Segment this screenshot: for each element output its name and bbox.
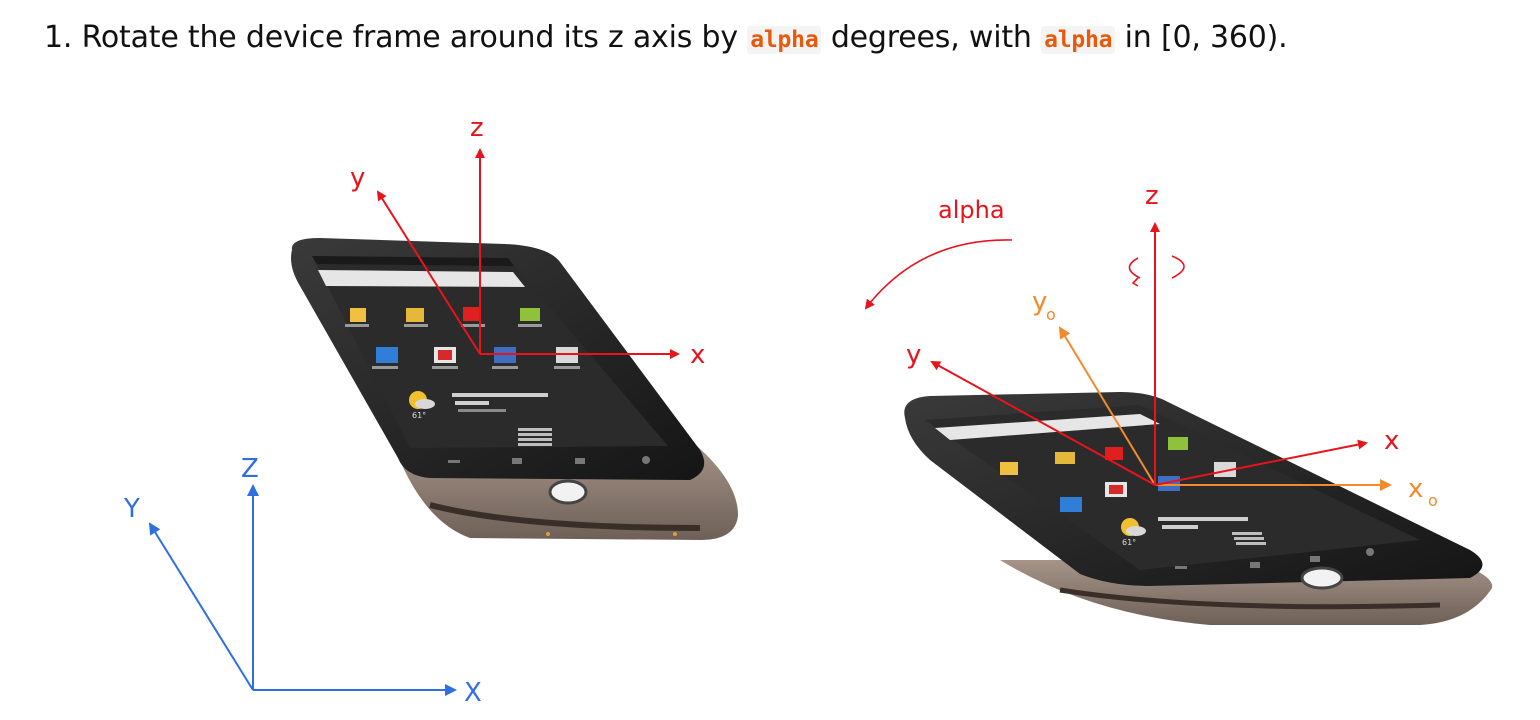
right-y-axis bbox=[930, 361, 1156, 486]
earth-y-label: Y bbox=[123, 494, 140, 524]
maps-app-icon bbox=[350, 308, 366, 322]
left-x-label: x bbox=[690, 340, 705, 370]
right-market-app-icon bbox=[1168, 437, 1188, 450]
right-temperature: 61° bbox=[1122, 538, 1136, 547]
earth-z-label: Z bbox=[241, 454, 259, 484]
right-voice-app-icon bbox=[1214, 462, 1236, 477]
original-y-subscript: o bbox=[1046, 305, 1056, 324]
caption-number: 1. bbox=[44, 20, 73, 55]
right-youtube-app-icon bbox=[1105, 447, 1123, 460]
right-device-axes: z x y x o y o bbox=[906, 181, 1438, 510]
caption-text-1: Rotate the device frame around its z axi… bbox=[81, 20, 739, 55]
right-browser-app-icon bbox=[1158, 476, 1180, 491]
phone-app-icon bbox=[376, 347, 398, 363]
original-x-subscript: o bbox=[1428, 491, 1438, 510]
code-alpha-1: alpha bbox=[747, 26, 822, 54]
right-app-drawer-icon bbox=[1232, 532, 1266, 545]
right-maps-app-icon bbox=[1000, 462, 1018, 475]
left-phone-screen bbox=[312, 256, 668, 448]
earth-axes: Z X Y bbox=[123, 454, 482, 708]
earth-y-axis bbox=[148, 522, 254, 691]
right-phone-app-icon bbox=[1060, 497, 1082, 512]
left-trackball bbox=[548, 479, 588, 505]
left-z-label: z bbox=[470, 113, 484, 143]
left-device-axes: z x y bbox=[350, 113, 705, 370]
original-x-label: x bbox=[1408, 474, 1423, 504]
gallery-app-icon bbox=[406, 308, 424, 322]
right-trackball bbox=[1300, 566, 1344, 590]
right-y-label: y bbox=[906, 340, 921, 370]
right-x-label: x bbox=[1384, 426, 1399, 456]
right-phone: 61° bbox=[904, 392, 1493, 625]
left-y-axis bbox=[376, 190, 481, 355]
market-app-icon bbox=[520, 308, 540, 321]
caption: 1. Rotate the device frame around its z … bbox=[44, 20, 1288, 55]
code-alpha-2: alpha bbox=[1041, 26, 1116, 54]
left-phone: 61° bbox=[291, 238, 738, 540]
rotation-arc-arrow bbox=[864, 239, 1013, 310]
left-phone-search-bar bbox=[318, 270, 525, 287]
right-x-axis bbox=[1154, 439, 1368, 486]
earth-x-label: X bbox=[464, 678, 482, 708]
original-y-label: y bbox=[1032, 287, 1047, 317]
original-y-axis bbox=[1058, 326, 1156, 486]
youtube-app-icon bbox=[463, 307, 481, 321]
right-phone-search-bar bbox=[935, 414, 1160, 440]
left-temperature: 61° bbox=[412, 411, 426, 420]
left-app-drawer-icon bbox=[518, 428, 552, 446]
z-spin-arrow-icon bbox=[1128, 255, 1185, 279]
caption-text-2: degrees, with bbox=[830, 20, 1032, 55]
caption-text-3: in [0, 360). bbox=[1124, 20, 1288, 55]
rotation-label: alpha bbox=[938, 196, 1005, 224]
right-phone-app-grid bbox=[1000, 437, 1236, 512]
right-gallery-app-icon bbox=[1055, 452, 1075, 464]
left-y-label: y bbox=[350, 163, 365, 193]
rotation-indicator: alpha bbox=[864, 196, 1185, 310]
right-z-label: z bbox=[1145, 181, 1159, 211]
